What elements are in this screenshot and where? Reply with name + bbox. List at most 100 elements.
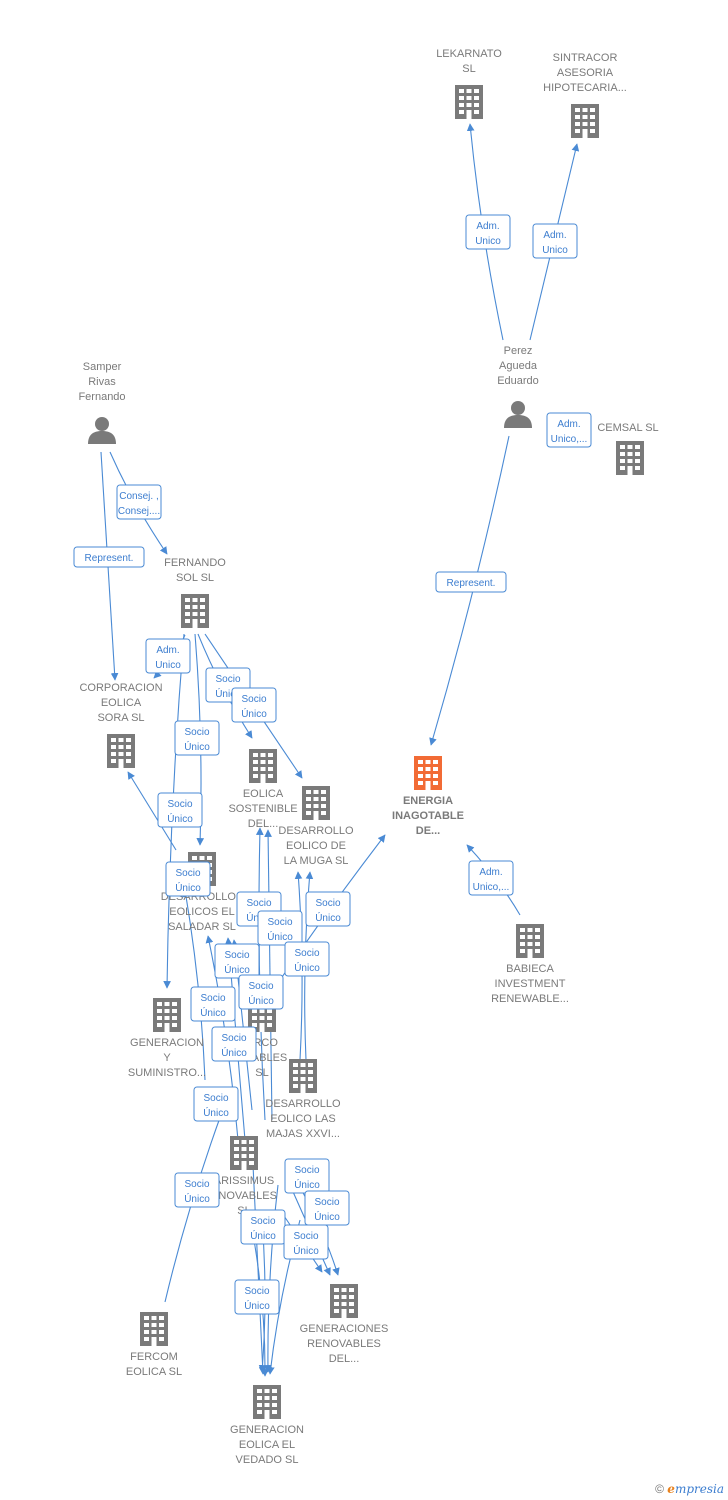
edge-label-text: Socio — [250, 1216, 275, 1227]
edge-label-text: Único — [221, 1046, 247, 1059]
edge-label-text: Adm. — [557, 419, 580, 430]
node-label-line: SINTRACOR — [553, 52, 618, 64]
building-icon — [455, 85, 483, 119]
building-icon — [181, 594, 209, 628]
building-icon — [330, 1284, 358, 1318]
node-generaciones[interactable]: GENERACIONESRENOVABLESDEL... — [300, 1284, 389, 1365]
edge-label[interactable]: Consej. ,Consej.... — [116, 484, 162, 520]
edge-label[interactable]: Represent. — [73, 546, 145, 568]
edge-label-text: Socio — [184, 727, 209, 738]
edge-label-box — [234, 1279, 280, 1315]
edge-label-text: Socio — [224, 950, 249, 961]
node-babieca[interactable]: BABIECAINVESTMENTRENEWABLE... — [491, 924, 569, 1005]
edge-label-box — [435, 571, 507, 593]
edge-label-box — [231, 687, 277, 723]
node-label-line: DE... — [416, 825, 440, 837]
edge-label-text: Único — [294, 961, 320, 974]
edge-label-text: Socio — [315, 898, 340, 909]
node-label-line: Agueda — [499, 360, 538, 372]
edge-label[interactable]: Adm.Unico,... — [546, 412, 592, 448]
edge-label-text: Socio — [241, 694, 266, 705]
node-label-line: RENOVABLES — [307, 1338, 381, 1350]
edge-label-text: Único — [203, 1106, 229, 1119]
footer-brand[interactable]: © empresia — [655, 1482, 724, 1496]
node-generacion_sum[interactable]: GENERACIONYSUMINISTRO... — [128, 998, 206, 1079]
edge-label-text: Único — [315, 911, 341, 924]
edge-label-text: Socio — [293, 1231, 318, 1242]
node-label-line: GENERACIONES — [300, 1323, 389, 1335]
edge-label-text: Único — [244, 1299, 270, 1312]
edge-label[interactable]: Adm.Unico — [465, 214, 511, 250]
edge-label[interactable]: Adm.Unico,... — [468, 860, 514, 896]
node-label-line: CORPORACION — [79, 682, 162, 694]
node-label-line: SORA SL — [97, 712, 144, 724]
building-icon — [616, 441, 644, 475]
edge-label-text: Socio — [267, 917, 292, 928]
node-energia[interactable]: ENERGIAINAGOTABLEDE... — [392, 756, 464, 837]
edge-label-text: Socio — [215, 674, 240, 685]
building-icon — [140, 1312, 168, 1346]
edge-label-box — [283, 1224, 329, 1260]
edge-label[interactable]: Adm. Unico — [145, 638, 191, 674]
edge-label-box — [284, 941, 330, 977]
edge-label-text: Único — [294, 1178, 320, 1191]
node-label-line: DEL... — [248, 818, 279, 830]
edge-label-box — [214, 943, 260, 979]
edge-label-text: Adm. — [156, 645, 179, 656]
edge-label[interactable]: Represent. — [435, 571, 507, 593]
node-label-line: DESARROLLO — [265, 1098, 341, 1110]
node-sostenible[interactable]: EOLICASOSTENIBLEDEL... — [228, 749, 298, 830]
node-sintracor[interactable]: SINTRACORASESORIAHIPOTECARIA... — [543, 52, 627, 138]
building-icon — [253, 1385, 281, 1419]
edge-label-text: Unico — [155, 660, 181, 671]
node-label-line: MAJAS XXVI... — [266, 1128, 340, 1140]
node-label-line: Perez — [504, 345, 533, 357]
edge-label-text: Único — [224, 963, 250, 976]
node-label-line: EOLICA — [243, 788, 284, 800]
node-label-line: Samper — [83, 361, 122, 373]
edge-label-text: Represent. — [447, 578, 496, 589]
node-parissimus[interactable]: ARISSIMUSENOVABLESSL — [211, 1136, 277, 1217]
edge-label-box — [546, 412, 592, 448]
edge-label-text: Único — [167, 812, 193, 825]
edge-label-box — [305, 891, 351, 927]
edge-label[interactable]: Adm.Unico — [532, 223, 578, 259]
node-label-line: EOLICOS EL — [169, 906, 234, 918]
edge-labels-layer: Adm.UnicoAdm.UnicoAdm.Unico,...Represent… — [73, 214, 592, 1315]
edge-label-text: Único — [184, 1192, 210, 1205]
node-label-line: LA MUGA SL — [284, 855, 349, 867]
node-cemsal[interactable]: CEMSAL SL — [597, 422, 659, 475]
edge-label-text: Socio — [294, 948, 319, 959]
edge-label-box — [174, 1172, 220, 1208]
edge-label-text: Unico,... — [473, 882, 510, 893]
edge-label-text: Único — [250, 1229, 276, 1242]
node-label-line: DESARROLLO — [278, 825, 354, 837]
